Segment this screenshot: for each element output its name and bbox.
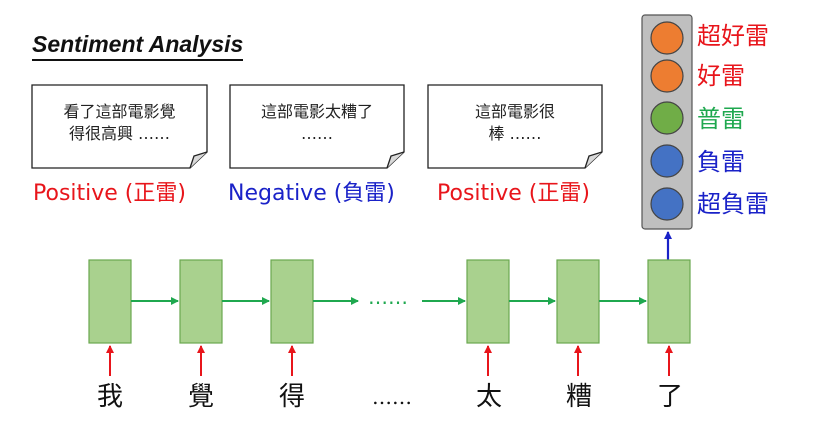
input-char-6: 糟 [565, 382, 592, 412]
input-char-1: 我 [96, 382, 123, 412]
review-note-1 [31, 84, 208, 169]
output-node-4 [650, 144, 684, 178]
output-label-4: 負雷 [697, 148, 745, 176]
review-text-1: 看了這部電影覺得很高興 …… [32, 85, 207, 168]
rnn-cell-3 [270, 259, 314, 344]
sentiment-label-3: Positive (正雷) [437, 181, 590, 206]
output-node-1 [650, 21, 684, 55]
rnn-cell-1 [88, 259, 132, 344]
review-2-line-1: 這部電影太糟了 [260, 101, 373, 121]
review-1-line-2: 得很高興 …… [68, 123, 171, 143]
output-label-5: 超負雷 [697, 190, 769, 218]
review-text-2: 這部電影太糟了…… [230, 85, 404, 168]
review-3-line-1: 這部電影很 [474, 101, 555, 121]
rnn-cell-5 [556, 259, 600, 344]
review-note-3 [427, 84, 603, 169]
input-char-ellipsis: …… [372, 385, 412, 409]
output-node-2 [650, 59, 684, 93]
output-node-3 [650, 101, 684, 135]
output-node-5 [650, 187, 684, 221]
page-title: Sentiment Analysis [32, 30, 244, 61]
sentiment-label-2: Negative (負雷) [228, 181, 395, 206]
output-label-3: 普雷 [697, 105, 745, 133]
output-label-1: 超好雷 [697, 22, 769, 50]
rnn-cell-2 [179, 259, 223, 344]
review-note-2 [229, 84, 405, 169]
chain-ellipsis: …… [368, 285, 408, 309]
output-label-2: 好雷 [697, 62, 745, 90]
review-1-line-1: 看了這部電影覺 [63, 101, 176, 121]
rnn-cell-6 [647, 259, 691, 344]
rnn-cell-4 [466, 259, 510, 344]
sentiment-label-1: Positive (正雷) [33, 181, 186, 206]
input-char-7: 了 [656, 382, 683, 412]
review-2-line-2: …… [301, 123, 333, 143]
review-text-3: 這部電影很棒 …… [428, 85, 602, 168]
review-3-line-2: 棒 …… [488, 123, 542, 143]
input-char-3: 得 [278, 382, 305, 412]
input-char-2: 覺 [187, 382, 214, 412]
input-char-5: 太 [475, 382, 502, 412]
